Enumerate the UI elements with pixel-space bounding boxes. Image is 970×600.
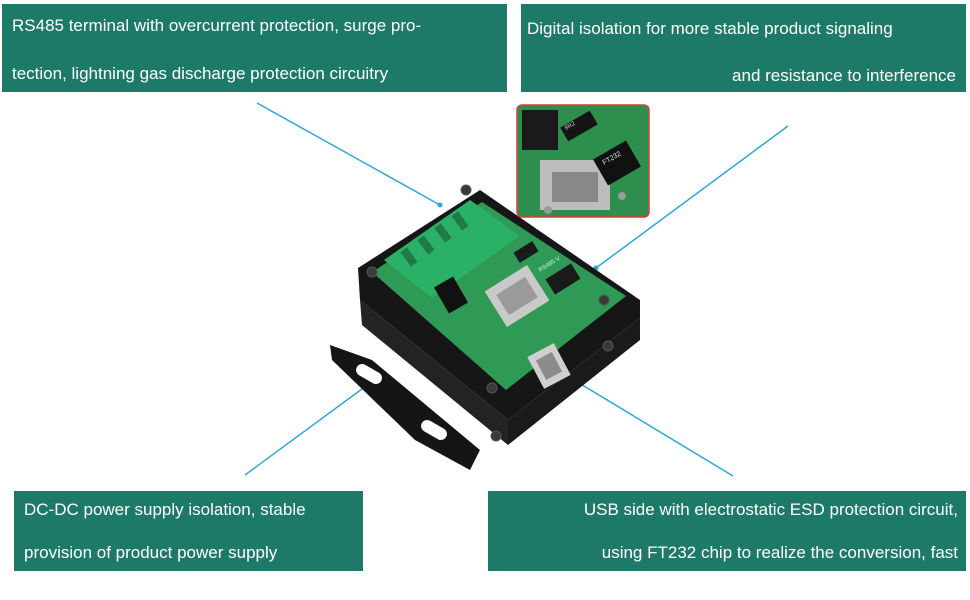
dc-dc-module bbox=[433, 276, 469, 314]
leader-lines bbox=[244, 102, 789, 477]
callout-rs485-line1: RS485 terminal with overcurrent protecti… bbox=[12, 16, 422, 35]
callout-rs485: RS485 terminal with overcurrent protecti… bbox=[2, 4, 507, 92]
callout-usb-line2: using FT232 chip to realize the conversi… bbox=[601, 543, 958, 562]
pcb-components: RS485 V bbox=[384, 200, 581, 389]
leader-line-power bbox=[244, 385, 367, 476]
callout-power-line2: provision of product power supply bbox=[24, 543, 278, 562]
terminal-block bbox=[384, 200, 520, 298]
isolator-chip bbox=[513, 241, 539, 263]
ft232-chip bbox=[545, 263, 581, 295]
mounting-slot bbox=[421, 420, 447, 440]
callout-power: DC-DC power supply isolation, stable pro… bbox=[14, 491, 363, 571]
leader-line-usb bbox=[573, 379, 734, 477]
callout-isolation-line1: Digital isolation for more stable produc… bbox=[527, 19, 893, 38]
inset-detail-photo: 8R2 FT232 bbox=[516, 104, 650, 218]
leader-line-isolation bbox=[595, 125, 789, 269]
mounting-slot bbox=[356, 364, 382, 384]
callout-usb: USB side with electrostatic ESD protecti… bbox=[488, 491, 966, 571]
leader-line-rs485 bbox=[256, 102, 441, 206]
inset-ic-label: 8R2 bbox=[564, 121, 577, 132]
callout-isolation-line2: and resistance to interference bbox=[732, 66, 956, 85]
mounting-bracket bbox=[330, 345, 480, 470]
screws bbox=[366, 184, 614, 442]
callout-power-line1: DC-DC power supply isolation, stable bbox=[24, 500, 306, 519]
callout-rs485-line2: tection, lightning gas discharge protect… bbox=[12, 64, 389, 83]
callout-usb-line1: USB side with electrostatic ESD protecti… bbox=[583, 500, 958, 519]
callout-isolation: Digital isolation for more stable produc… bbox=[521, 4, 966, 92]
